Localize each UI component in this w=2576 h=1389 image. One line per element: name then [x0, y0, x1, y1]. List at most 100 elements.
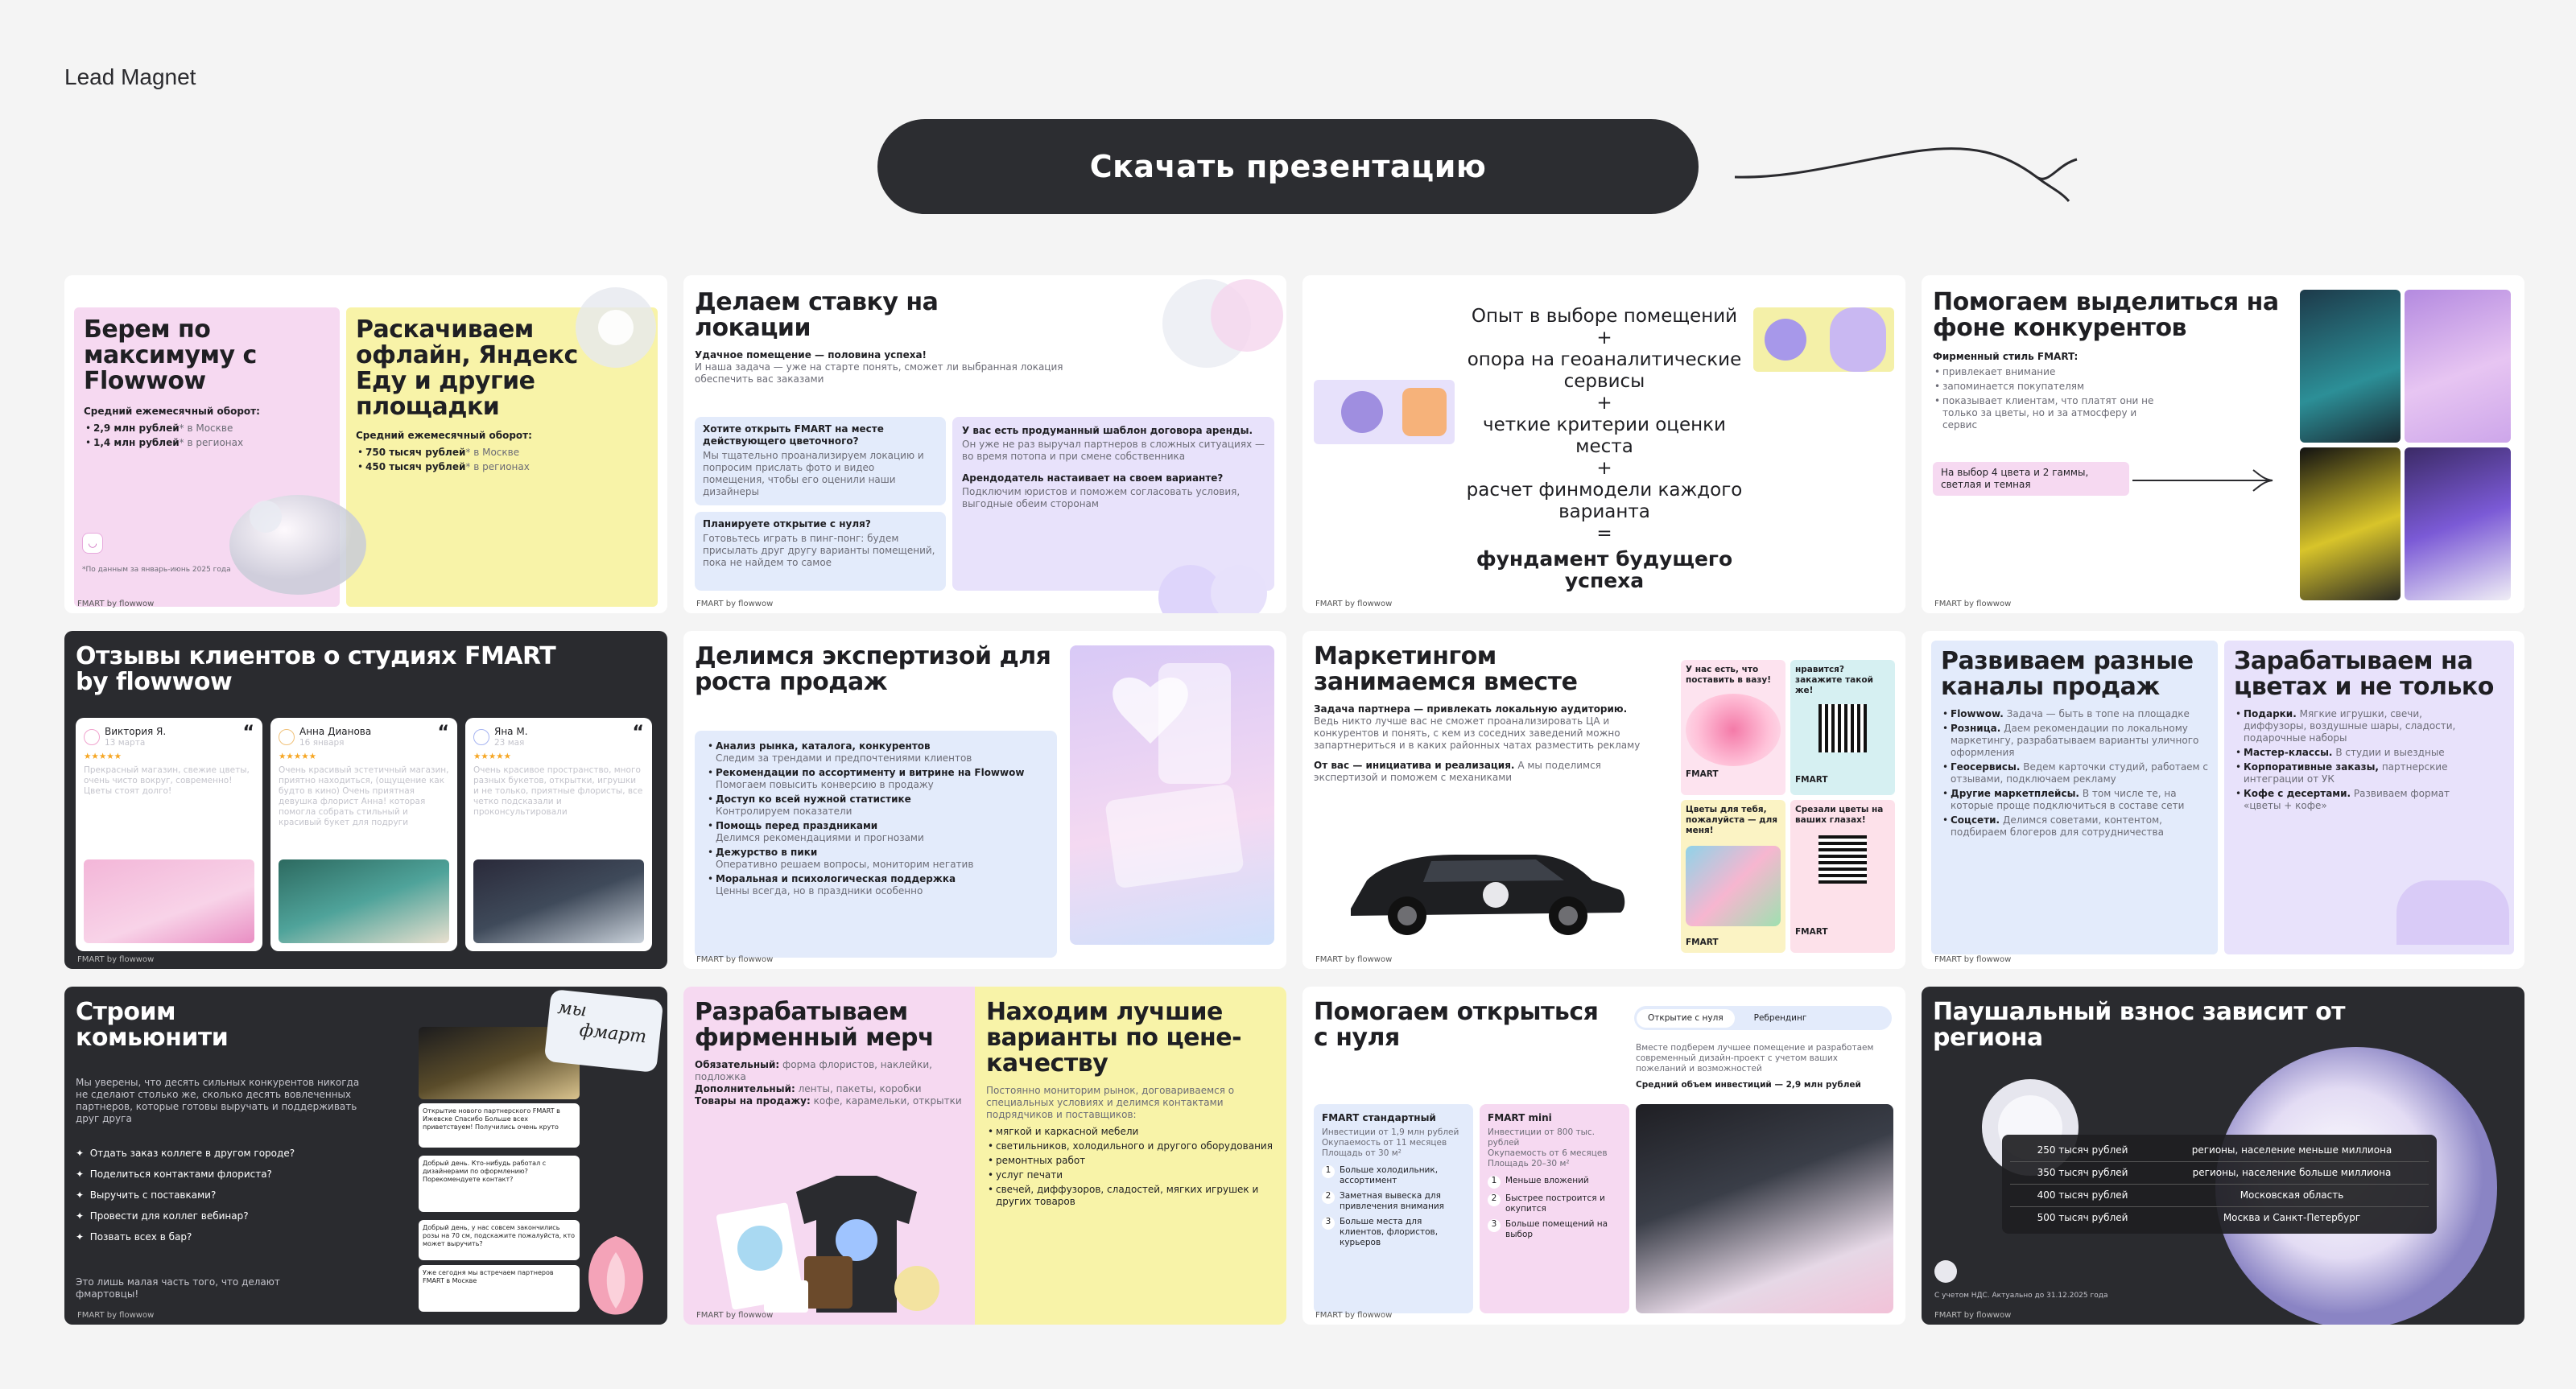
- card-existing-shop: Хотите открыть FMART на месте действующе…: [695, 417, 946, 505]
- merch-title: Разрабатываем фирменный мерч: [695, 998, 935, 1052]
- avatar: [473, 729, 489, 745]
- slide-turnover[interactable]: Берем по максимуму с Flowwow Средний еже…: [64, 275, 667, 613]
- expertise-title: Делимся экспертизой для роста продаж: [695, 642, 1051, 696]
- merch-text: Разрабатываем фирменный мерч Обязательны…: [695, 1000, 968, 1107]
- channels-list: Flowwow. Задача — быть в топе на площадк…: [1941, 708, 2208, 839]
- formula-lines: Опыт в выборе помещений + опора на геоан…: [1455, 306, 1753, 591]
- marketing-p1: Ведь никто лучше вас не сможет проанализ…: [1314, 715, 1641, 751]
- studio-photo-violet: [2405, 447, 2511, 600]
- quote-icon: “: [242, 723, 254, 743]
- package-standard: FMART стандартный Инвестиции от 1,9 млн …: [1314, 1104, 1473, 1313]
- channels-title: Развиваем разные каналы продаж: [1941, 647, 2194, 701]
- expertise-card: Анализ рынка, каталога, конкурентовСледи…: [695, 731, 1057, 958]
- formula-line: опора на геоаналитические сервисы: [1467, 349, 1742, 392]
- formula-line: +: [1596, 393, 1612, 414]
- slide-marketing[interactable]: Маркетингом занимаемся вместе Задача пар…: [1302, 631, 1905, 969]
- hand-drawn-arrow-icon: [1734, 147, 2078, 202]
- open-avg-investment: Средний объем инвестиций — 2,9 млн рубле…: [1636, 1080, 1861, 1090]
- list-item: Мастер-классы. В студии и выездные: [2234, 747, 2475, 759]
- slide-franchise-fee[interactable]: Паушальный взнос зависит от региона 250 …: [1922, 987, 2524, 1325]
- list-item: светильников, холодильного и другого обо…: [986, 1140, 1276, 1152]
- rating-stars: ★★★★★: [84, 752, 122, 761]
- list-item: услуг печати: [986, 1169, 1276, 1181]
- offline-list: 750 тысяч рублей* в Москве 450 тысяч руб…: [356, 447, 605, 473]
- slide-footer: FMART by flowwow: [77, 955, 155, 964]
- slide-brand-style[interactable]: Помогаем выделиться на фоне конкурентов …: [1922, 275, 2524, 613]
- list-item: 750 тысяч рублей* в Москве: [356, 447, 605, 459]
- community-lead: Мы уверены, что десять сильных конкурент…: [76, 1077, 360, 1124]
- poster-card: У нас есть, что поставить в вазу! FMART: [1681, 660, 1785, 795]
- slide-expertise[interactable]: Делимся экспертизой для роста продаж Ана…: [683, 631, 1286, 969]
- slide-footer: FMART by flowwow: [77, 1311, 155, 1320]
- slide-footer: FMART by flowwow: [696, 955, 774, 964]
- poster-card: Срезали цветы на ваших глазах! FMART: [1790, 800, 1895, 953]
- poster-card: Цветы для тебя, пожалуйста — для меня! F…: [1681, 800, 1785, 953]
- list-item: запоминается покупателям: [1933, 381, 2174, 393]
- list-item: Розница. Даем рекомендации по локальному…: [1941, 723, 2208, 759]
- slide-channels[interactable]: Развиваем разные каналы продаж Flowwow. …: [1922, 631, 2524, 969]
- list-item: Доступ ко всей нужной статистикеКонтроли…: [706, 793, 1046, 818]
- slide-footer: FMART by flowwow: [696, 600, 774, 608]
- formula-line: =: [1596, 523, 1612, 544]
- card-from-scratch: Планируете открытие с нуля? Готовьтесь и…: [695, 512, 946, 591]
- slide-merch[interactable]: Разрабатываем фирменный мерч Обязательны…: [683, 987, 1286, 1325]
- open-tabs: Открытие с нуля Ребрендинг: [1634, 1006, 1892, 1030]
- list-item: ремонтных работ: [986, 1155, 1276, 1167]
- suppliers-lead: Постоянно мониторим рынок, договариваемс…: [986, 1085, 1235, 1120]
- list-item: Кофе с десертами. Развиваем формат «цвет…: [2234, 788, 2475, 812]
- slide-footer: FMART by flowwow: [1315, 1311, 1393, 1320]
- locations-lead-bold: Удачное помещение — половина успеха!: [695, 349, 927, 361]
- pink-tulip-icon: [588, 1236, 643, 1315]
- color-options-chip: На выбор 4 цвета и 2 гаммы, светлая и те…: [1933, 462, 2129, 496]
- locations-title: Делаем ставку на локации: [695, 288, 939, 342]
- slide-reviews[interactable]: Отзывы клиентов о студиях FMART by floww…: [64, 631, 667, 969]
- list-item: показывает клиентам, что платят они не т…: [1933, 395, 2174, 431]
- flower-graphic: [1686, 846, 1781, 926]
- glass-cloud-icon: [1162, 279, 1283, 368]
- slide-locations[interactable]: Делаем ставку на локации Удачное помещен…: [683, 275, 1286, 613]
- suppliers-text: Находим лучшие варианты по цене-качеству…: [986, 1000, 1276, 1210]
- logo-icon: [1934, 1260, 1957, 1283]
- slide-community[interactable]: Строим комьюнити Мы уверены, что десять …: [64, 987, 667, 1325]
- flowwow-subtitle: Средний ежемесячный оборот:: [84, 406, 260, 417]
- slide-formula[interactable]: Опыт в выборе помещений + опора на геоан…: [1302, 275, 1905, 613]
- list-item: 1,4 млн рублей* в регионах: [84, 437, 317, 449]
- formula-result: фундамент будущего успеха: [1476, 547, 1733, 592]
- studio-photo-teal: [2300, 290, 2401, 443]
- community-outro: Это лишь малая часть того, что делают фм…: [76, 1276, 280, 1300]
- studio-photo-yellow: [2300, 447, 2401, 600]
- list-item: Анализ рынка, каталога, конкурентовСледи…: [706, 740, 1046, 765]
- chat-message: Открытие нового партнерского FMART в Иже…: [419, 1103, 580, 1148]
- decor-shape: [2396, 880, 2509, 945]
- glass-laptop-heart-icon: [1105, 663, 1244, 888]
- revenue-title: Зарабатываем на цветах и не только: [2234, 647, 2494, 701]
- locations-lead: И наша задача — уже на старте понять, см…: [695, 361, 1063, 385]
- handwritten-sticker: мы фмарт: [543, 988, 664, 1074]
- tab-open-from-scratch[interactable]: Открытие с нуля: [1637, 1008, 1735, 1028]
- avatar: [279, 729, 295, 745]
- slide-footer: FMART by flowwow: [1934, 1311, 2012, 1320]
- offline-subtitle: Средний ежемесячный оборот:: [356, 430, 532, 441]
- slide-footer: FMART by flowwow: [1315, 955, 1393, 964]
- list-item: 2,9 млн рублей* в Москве: [84, 422, 317, 435]
- fee-note: С учетом НДС. Актуально до 31.12.2025 го…: [1934, 1292, 2108, 1300]
- logo-icon: ◡: [82, 533, 103, 554]
- marketing-p1-bold: Задача партнера — привлекать локальную а…: [1314, 703, 1628, 715]
- channels-panel: Развиваем разные каналы продаж Flowwow. …: [1931, 641, 2218, 954]
- slide-open-from-scratch[interactable]: Помогаем открыться с нуля Открытие с нул…: [1302, 987, 1905, 1325]
- formula-line: четкие критерии оценки места: [1483, 414, 1726, 457]
- review-photo: [473, 859, 644, 943]
- list-item: ✦ Провести для коллег вебинар?: [76, 1210, 249, 1222]
- formula-line: +: [1596, 328, 1612, 348]
- download-presentation-button[interactable]: Скачать презентацию: [877, 119, 1699, 214]
- quote-icon: “: [437, 723, 449, 743]
- tab-rebranding[interactable]: Ребрендинг: [1753, 1012, 1807, 1023]
- list-item: Подарки. Мягкие игрушки, свечи, диффузор…: [2234, 708, 2475, 744]
- list-item: ✦ Отдать заказ коллеге в другом городе?: [76, 1148, 295, 1159]
- glass-flower-icon: [576, 287, 656, 368]
- offline-block: Раскачиваем офлайн, Яндекс Еду и другие …: [356, 317, 605, 476]
- merch-items-illustration: [716, 1176, 939, 1313]
